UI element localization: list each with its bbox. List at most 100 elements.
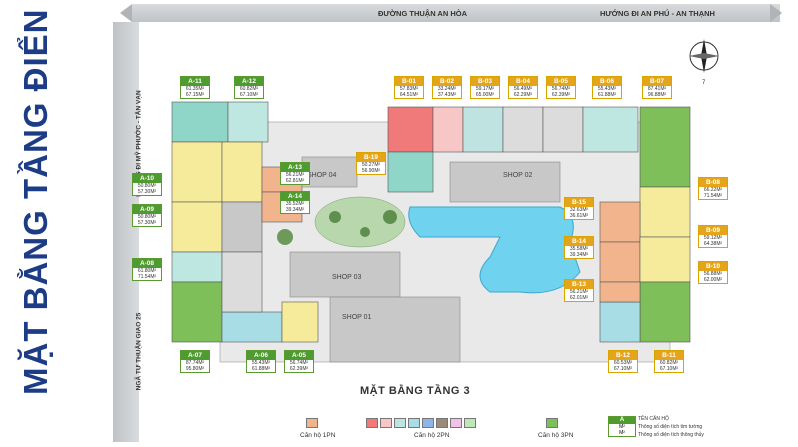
legend-key: A M² M² (608, 416, 636, 437)
unit-area-b: 64.51M² (399, 92, 419, 98)
unit-code: B-19 (357, 153, 385, 162)
unit-area-b: 96.88M² (647, 92, 667, 98)
unit-area-b: 67.15M² (185, 92, 205, 98)
road-left-top-label: HƯỚNG ĐI MỸ PHƯỚC - TÂN VẠN (135, 90, 143, 197)
legend-label-3br: Căn hộ 3PN (538, 432, 574, 439)
arrow-right-icon (770, 4, 782, 22)
unit-area-a: 61.80M² (137, 268, 157, 274)
unit-area-a: 60.82M² (239, 86, 259, 92)
unit-code: A-08 (133, 259, 161, 268)
legend-swatch-1br (306, 418, 318, 428)
unit-area-a: 60.82M² (659, 360, 679, 366)
floor-title: MẶT BẰNG TẦNG 3 (360, 385, 471, 397)
zone-shop01: SHOP 01 (342, 314, 372, 321)
unit-area-b: 62.81M² (285, 178, 305, 184)
unit-code: B-13 (565, 280, 593, 289)
unit-code: B-11 (655, 351, 683, 360)
unit-area-b: 61.88M² (597, 92, 617, 98)
compass-icon (689, 39, 719, 73)
unit-area-a: 59.17M² (475, 86, 495, 92)
legend-swatch-2br (394, 418, 406, 428)
floor-plan (160, 22, 780, 382)
unit-code: A-10 (133, 174, 161, 183)
unit-code: B-02 (433, 77, 461, 86)
unit-area-a: 35.52M² (285, 201, 305, 207)
legend-swatch-2br (422, 418, 434, 428)
legend-swatch-2br (450, 418, 462, 428)
unit-code: B-10 (699, 262, 727, 271)
unit-area-a: 60.53M² (613, 360, 633, 366)
unit-area-b: 67.10M² (239, 92, 259, 98)
unit-area-a: 87.41M² (647, 86, 667, 92)
legend-swatch-3br (546, 418, 558, 428)
legend-label-2br: Căn hộ 2PN (414, 432, 450, 439)
unit-area-a: 66.22M² (703, 187, 723, 193)
page-title: MẶT BẰNG TẦNG ĐIỂN HÌNH (17, 0, 54, 395)
compass-label: 7 (702, 80, 706, 86)
unit-area-b: 67.10M² (659, 366, 679, 372)
legend-key-unit-a: M² (619, 424, 625, 430)
legend-swatch-2br (436, 418, 448, 428)
unit-code: A-13 (281, 163, 309, 172)
unit-area-a: 50.80M² (137, 214, 157, 220)
unit-code: B-06 (593, 77, 621, 86)
road-top-right-label: HƯỚNG ĐI AN PHÚ - AN THẠNH (600, 9, 715, 18)
legend-label-1br: Căn hộ 1PN (300, 432, 336, 439)
unit-area-b: 36.61M² (569, 213, 589, 219)
unit-area-a: 61.35M² (185, 86, 205, 92)
unit-area-a: 56.74M² (551, 86, 571, 92)
unit-area-b: 57.30M² (137, 189, 157, 195)
unit-code: B-04 (509, 77, 537, 86)
legend-key-line1: TÊN CĂN HỘ (638, 416, 669, 422)
unit-code: A-05 (285, 351, 313, 360)
road-left (113, 22, 139, 442)
arrow-left-icon (120, 4, 132, 22)
unit-area-a: 59.12M² (703, 235, 723, 241)
unit-area-a: 56.74M² (289, 360, 309, 366)
unit-area-a: 55.43M² (251, 360, 271, 366)
unit-area-b: 62.29M² (513, 92, 533, 98)
legend-key-line3: Thông số diện tích thông thủy (638, 432, 704, 438)
unit-area-b: 95.80M² (185, 366, 205, 372)
unit-area-b: 62.00M² (703, 277, 723, 283)
legend-swatch-2br (464, 418, 476, 428)
unit-area-b: 67.10M² (613, 366, 633, 372)
unit-area-b: 71.54M² (703, 193, 723, 199)
unit-area-a: 50.80M² (137, 183, 157, 189)
unit-area-a: 87.74M² (185, 360, 205, 366)
unit-area-a: 56.21M² (285, 172, 305, 178)
legend-swatch-2br (408, 418, 420, 428)
unit-code: A-09 (133, 205, 161, 214)
unit-code: B-09 (699, 226, 727, 235)
zone-shop02: SHOP 02 (503, 172, 533, 179)
unit-code: B-03 (471, 77, 499, 86)
unit-code: B-14 (565, 237, 593, 246)
unit-area-b: 57.30M² (137, 220, 157, 226)
